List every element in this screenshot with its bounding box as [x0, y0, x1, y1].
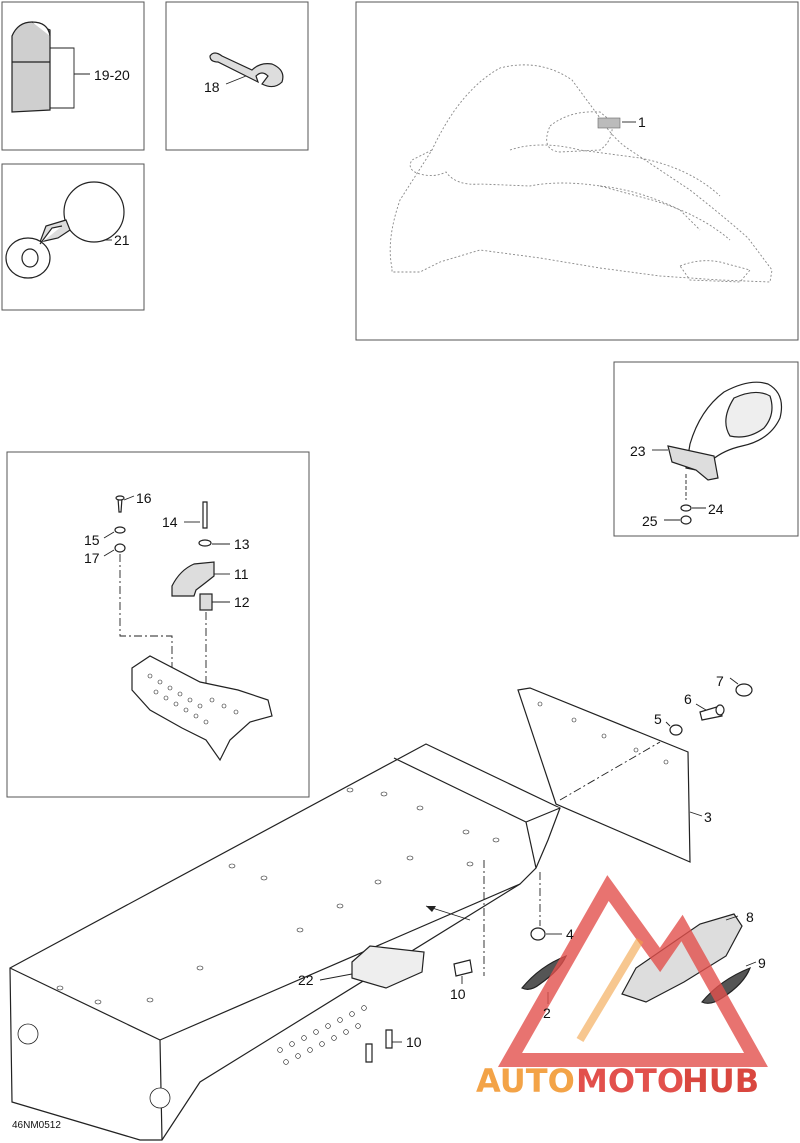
callout-6: 6 — [684, 691, 692, 707]
callout-17: 17 — [84, 550, 100, 566]
watermark-moto: MOTO — [576, 1062, 684, 1100]
inset-box-19-20 — [1, 1, 145, 151]
watermark-auto: AUTO — [476, 1062, 575, 1100]
bracket-assembly-icon — [103, 495, 273, 762]
diagram-code: 46NM0512 — [12, 1120, 61, 1131]
watermark-hub: HUB — [682, 1062, 759, 1100]
callout-16: 16 — [136, 490, 152, 506]
callout-10-upper: 10 — [450, 986, 466, 1002]
callout-8: 8 — [746, 909, 754, 925]
callout-4: 4 — [566, 926, 574, 942]
callout-14: 14 — [162, 514, 178, 530]
callout-19-20: 19-20 — [94, 67, 130, 83]
part-19-20-icon — [11, 21, 90, 113]
callout-24: 24 — [708, 501, 724, 517]
callout-23: 23 — [630, 443, 646, 459]
inset-box-bracket — [6, 451, 310, 798]
callout-13: 13 — [234, 536, 250, 552]
callout-9: 9 — [758, 955, 766, 971]
part-3-snowflap-icon — [517, 687, 703, 863]
callout-5: 5 — [654, 711, 662, 727]
callout-21: 21 — [114, 232, 130, 248]
callout-18: 18 — [204, 79, 220, 95]
callout-3: 3 — [704, 809, 712, 825]
callout-7: 7 — [716, 673, 724, 689]
part-18-wrench-icon — [209, 52, 284, 88]
callout-15: 15 — [84, 532, 100, 548]
callout-25: 25 — [642, 513, 658, 529]
callout-12: 12 — [234, 594, 250, 610]
callout-2: 2 — [543, 1005, 551, 1021]
inset-box-18 — [165, 1, 309, 151]
inset-box-21 — [1, 163, 145, 311]
watermark-logo-icon — [497, 875, 768, 1067]
inset-box-mirror — [613, 361, 799, 537]
inset-box-snowmobile — [355, 1, 799, 341]
hardware-fasteners-icon — [365, 677, 753, 1063]
snowmobile-outline-icon — [389, 64, 773, 283]
callout-11: 11 — [234, 566, 249, 582]
callout-1: 1 — [638, 114, 646, 130]
tunnel-icon — [9, 743, 561, 1141]
callout-10-lower: 10 — [406, 1034, 422, 1050]
part-21-horn-icon — [5, 181, 125, 279]
arrow-head-icon — [426, 906, 436, 912]
part-23-mirror-icon — [652, 381, 783, 525]
callout-22: 22 — [298, 972, 314, 988]
